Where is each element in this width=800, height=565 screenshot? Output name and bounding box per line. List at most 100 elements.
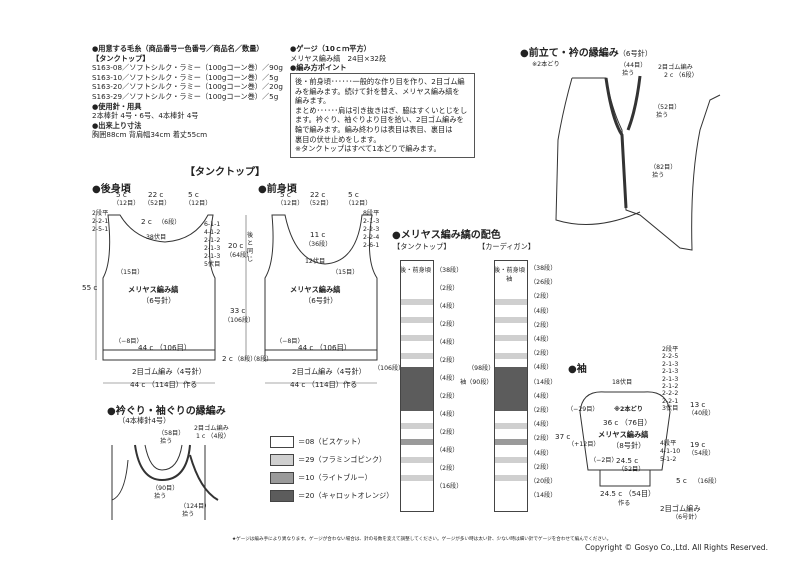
stripe [495, 423, 527, 429]
front-hem-rows: （8段） [250, 356, 273, 363]
back-top-dim-2: 22 c [148, 190, 164, 199]
edge-arm2 [111, 459, 129, 501]
dec-line: 2-2-5 [662, 353, 679, 361]
cardigan-pick-bot2: 拾う [652, 172, 665, 179]
cardigan-band [604, 77, 628, 209]
materials-line: S163-29／ソフトシルク・ラミー（100gコーン巻）／5g [92, 91, 279, 101]
front-top-dim-1: 5 c [280, 190, 291, 199]
point-line: まとめ･･････肩は引き抜きはぎ、脇はすくいとじをし [295, 105, 468, 115]
edge-arm [189, 454, 219, 501]
back-side-sts: （15目） [117, 269, 144, 276]
point-line: 編みます。 [295, 96, 331, 106]
sleeve-rib-needle: （6号針） [672, 514, 701, 521]
cardigan-pick-mid2: 拾う [656, 112, 669, 119]
row-count: （4段） [436, 447, 459, 454]
stripes-card-top: 後・前身頃 [494, 267, 525, 274]
points-box: 後・前身頃･･････一般的な作り目を作り、2目ゴム編 みを編みます。続けて針を… [290, 73, 475, 158]
materials-block: ●用意する毛糸（商品番号ー色番号／商品名／数量） 【タンクトップ】 S163-0… [92, 44, 283, 140]
back-body-outline [102, 214, 216, 351]
row-count: （4段） [530, 364, 553, 372]
dec-line: 2-1-3 [662, 375, 679, 383]
sleeve-cap [579, 391, 671, 471]
row-count: （4段） [530, 336, 553, 344]
dec-line: 4-1-2 [204, 229, 221, 236]
front-top-sts-3: （12目） [345, 200, 372, 207]
stripes-tank-top: 後・前身頃 [400, 267, 431, 274]
sleeve-left-inc: （+12目） [568, 441, 600, 448]
row-count: （38段） [436, 267, 463, 274]
stripe [495, 367, 527, 411]
sleeve-body-needle: （8号針） [612, 441, 646, 450]
stripes-card-top2: 袖 [506, 276, 513, 283]
needles-heading: ●使用針・用具 [92, 101, 142, 111]
front-rib-label: 2目ゴム編み（4号針） [292, 367, 366, 376]
back-neck: 2 c [141, 217, 152, 226]
cardigan-pick-top: （44目） [620, 62, 647, 69]
edge-pick-top: （58目） [158, 430, 185, 437]
legend-label: ＝20（キャロットオレンジ） [298, 491, 394, 501]
front-bottom-inc: （−8目） [276, 338, 304, 345]
dec-line: 6-1-1 [204, 221, 221, 228]
dec-line: 5伏目 [204, 261, 221, 268]
sleeve-w2: 24.5 c [616, 456, 639, 465]
stripe [401, 457, 433, 463]
materials-line: S163-20／ソフトシルク・ラミー（100gコーン巻）／20g [92, 82, 283, 92]
row-count: （4段） [436, 375, 459, 382]
legend-item: ＝29（フラミンゴピンク） [270, 454, 393, 466]
dec-line: 2段平 [92, 210, 109, 217]
stripe [401, 335, 433, 341]
dec-line: 2-1-3 [363, 218, 380, 225]
front-title: ●前身頃 [258, 184, 297, 195]
back-top-dim-1: 5 c [116, 190, 127, 199]
row-count: （2段） [530, 435, 553, 443]
tank-title: 【タンクトップ】 [185, 167, 265, 178]
dec-line: 2-1-2 [204, 237, 221, 244]
back-cast: 38伏目 [146, 234, 167, 241]
front-top-dim-3: 5 c [348, 190, 359, 199]
dec-line: 2-1-3 [662, 360, 679, 368]
stripe [495, 317, 527, 323]
materials-tank-label: 【タンクトップ】 [92, 53, 150, 63]
sleeve-cuff: 5 c [676, 476, 687, 485]
front-neck-rows: （36段） [305, 241, 332, 248]
back-armhole: 20 c [228, 241, 244, 250]
stripes-tank-rows: （38段） （2段） （4段） （2段） （4段） （2段） （4段） （2段）… [436, 262, 462, 496]
stripe [401, 353, 433, 359]
edge-neck-band [134, 444, 191, 482]
row-count: （38段） [530, 265, 557, 272]
back-hem-h: 2 c [222, 354, 233, 363]
row-count: （14段） [530, 378, 557, 386]
materials-line: S163-10／ソフトシルク・ラミー（100gコーン巻）／5g [92, 72, 279, 82]
stripe [495, 457, 527, 463]
dec-line: 2-2-3 [363, 226, 380, 233]
sleeve-height: 37 c [555, 432, 571, 441]
front-top-dim-2: 22 c [310, 190, 326, 199]
point-line: 後・前身頃･･････一般的な作り目を作り、2目ゴム編 [295, 77, 465, 86]
edge-pick-top2: 拾う [160, 438, 173, 445]
copyright: Copyright © Gosyo Co.,Ltd. All Rights Re… [585, 543, 769, 552]
point-line: みを編みます。続けて針を替え、メリヤス編み縞を [295, 86, 460, 96]
back-bottom-inc: （−8目） [115, 338, 143, 345]
edge-rib-h: 1 c （4段） [196, 433, 230, 440]
legend-item: ＝20（キャロットオレンジ） [270, 490, 393, 502]
legend-swatch-08 [270, 436, 294, 448]
sleeve-cast-on2: 作る [618, 500, 631, 507]
stripe [495, 353, 527, 359]
back-rib-label: 2目ゴム編み（4号針） [132, 367, 206, 376]
stripes-card-rows: （38段） （26段） （2段） （4段） （2段） （4段） （2段） （4段… [530, 262, 556, 503]
back-rib [102, 349, 216, 361]
row-count: （4段） [436, 411, 459, 418]
front-neck: 11 c [310, 230, 326, 239]
row-count: （2段） [436, 357, 459, 364]
back-cast-on: 44 c （114目）作る [130, 380, 198, 389]
sleeve-cap-h: 13 c [690, 400, 706, 409]
dec-line: 2-6-1 [363, 242, 380, 249]
sleeve-cast-on: 24.5 c （54目） [600, 489, 656, 498]
dec-line: 2-2-4 [363, 234, 380, 241]
dec-line: 2段平 [662, 346, 679, 353]
sleeve-len-rows: （54段） [688, 450, 715, 457]
front-right-dec: 8段平 2-1-3 2-2-3 2-2-4 2-6-1 [363, 210, 379, 250]
stripes-title: ●メリヤス編み縞の配色 [392, 230, 501, 241]
stripe [495, 439, 527, 445]
back-right-dec: 6-1-1 4-1-2 2-1-2 2-1-3 2-1-3 5伏目 [204, 221, 220, 269]
